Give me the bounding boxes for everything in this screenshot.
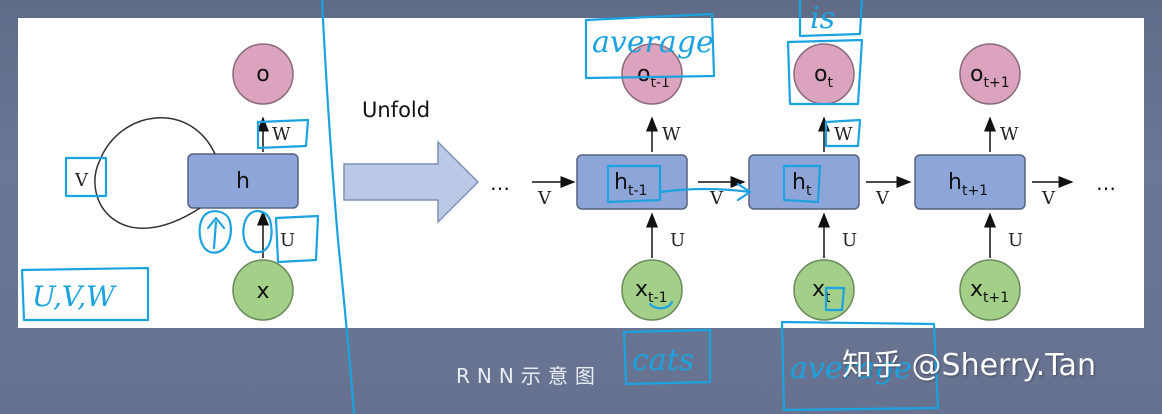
input-node	[959, 259, 1021, 321]
input-node	[621, 259, 683, 321]
u-box-folded	[274, 214, 320, 264]
folded-input-node	[232, 259, 294, 321]
v-in-label: V	[875, 188, 890, 209]
output-node	[959, 43, 1021, 105]
output-label: ot	[814, 62, 833, 91]
folded-hidden-label: h	[236, 169, 250, 194]
v-out-label: V	[1041, 188, 1056, 209]
h-transfer-arrow	[658, 182, 752, 202]
u-label: U	[1008, 230, 1023, 251]
u-input-circle-2	[242, 210, 273, 254]
handwritten-annotations: average is U,V,W cats average	[20, 0, 940, 414]
average-bottom-box	[780, 320, 940, 412]
w-label: W	[662, 124, 681, 145]
cats-box	[622, 328, 712, 386]
zhihu-watermark: 知乎 @Sherry.Tan	[842, 348, 1096, 383]
hidden-label: ht-1	[614, 170, 647, 199]
x-t-sub-box	[824, 286, 846, 312]
u-input-arrow-1	[206, 216, 226, 250]
ellipsis-right: …	[1096, 171, 1116, 195]
u-input-circle-1	[198, 210, 232, 254]
w-label: W	[1000, 124, 1019, 145]
hidden-label: ht+1	[948, 170, 988, 199]
cats-text: cats	[632, 343, 694, 378]
ht-minus-1-box	[606, 164, 662, 204]
folded-w-label: W	[272, 124, 291, 145]
unfold-label: Unfold	[362, 98, 430, 122]
unfolded-rnn: … … V ot-1 W ht-1 U xt-1 V ot W ht	[490, 43, 1116, 321]
uvw-box	[20, 266, 150, 322]
figure-caption: RNN示意图	[456, 364, 602, 388]
output-label: ot-1	[637, 62, 670, 91]
is-text: is	[810, 1, 835, 36]
w-box-folded	[256, 118, 310, 150]
step-t-plus-1: V ot+1 W ht+1 U xt+1	[866, 43, 1026, 321]
ellipsis-left: …	[490, 171, 510, 195]
folded-recurrent-loop	[94, 117, 216, 229]
average-top-text: average	[592, 25, 714, 60]
folded-input-label: x	[256, 279, 269, 304]
average-top-box	[584, 12, 716, 80]
output-node	[621, 43, 683, 105]
folded-rnn: o h x W U V	[74, 43, 299, 321]
v-in-label: V	[709, 188, 724, 209]
folded-v-label: V	[74, 170, 89, 191]
unfold-section: Unfold	[343, 98, 480, 224]
hidden-node	[748, 154, 860, 210]
divider-stroke	[320, 0, 356, 414]
hidden-node	[914, 154, 1026, 210]
x-t-minus-1-underline	[648, 300, 674, 310]
input-label: xt-1	[635, 277, 667, 306]
uvw-text: U,V,W	[32, 280, 117, 313]
output-label: ot+1	[970, 62, 1010, 91]
input-label: xt+1	[970, 277, 1009, 306]
u-label: U	[670, 230, 685, 251]
folded-u-label: U	[280, 230, 295, 251]
input-label: xt	[812, 277, 831, 306]
unfold-arrow	[343, 140, 480, 224]
u-label: U	[842, 230, 857, 251]
folded-hidden-node	[187, 153, 299, 209]
ot-box	[786, 38, 864, 106]
v-box	[64, 156, 108, 198]
w-box-step-t	[824, 118, 862, 148]
ht-box	[782, 164, 822, 204]
average-bottom-text: average	[790, 351, 912, 386]
v-in-label: V	[537, 188, 552, 209]
hidden-label: ht	[792, 170, 812, 199]
is-box	[798, 0, 863, 38]
step-t: V ot W ht U xt	[698, 43, 860, 321]
folded-output-label: o	[256, 62, 269, 87]
input-node	[793, 259, 855, 321]
step-t-minus-1: V ot-1 W ht-1 U xt-1	[532, 43, 688, 321]
w-label: W	[834, 124, 853, 145]
folded-output-node	[232, 43, 294, 105]
